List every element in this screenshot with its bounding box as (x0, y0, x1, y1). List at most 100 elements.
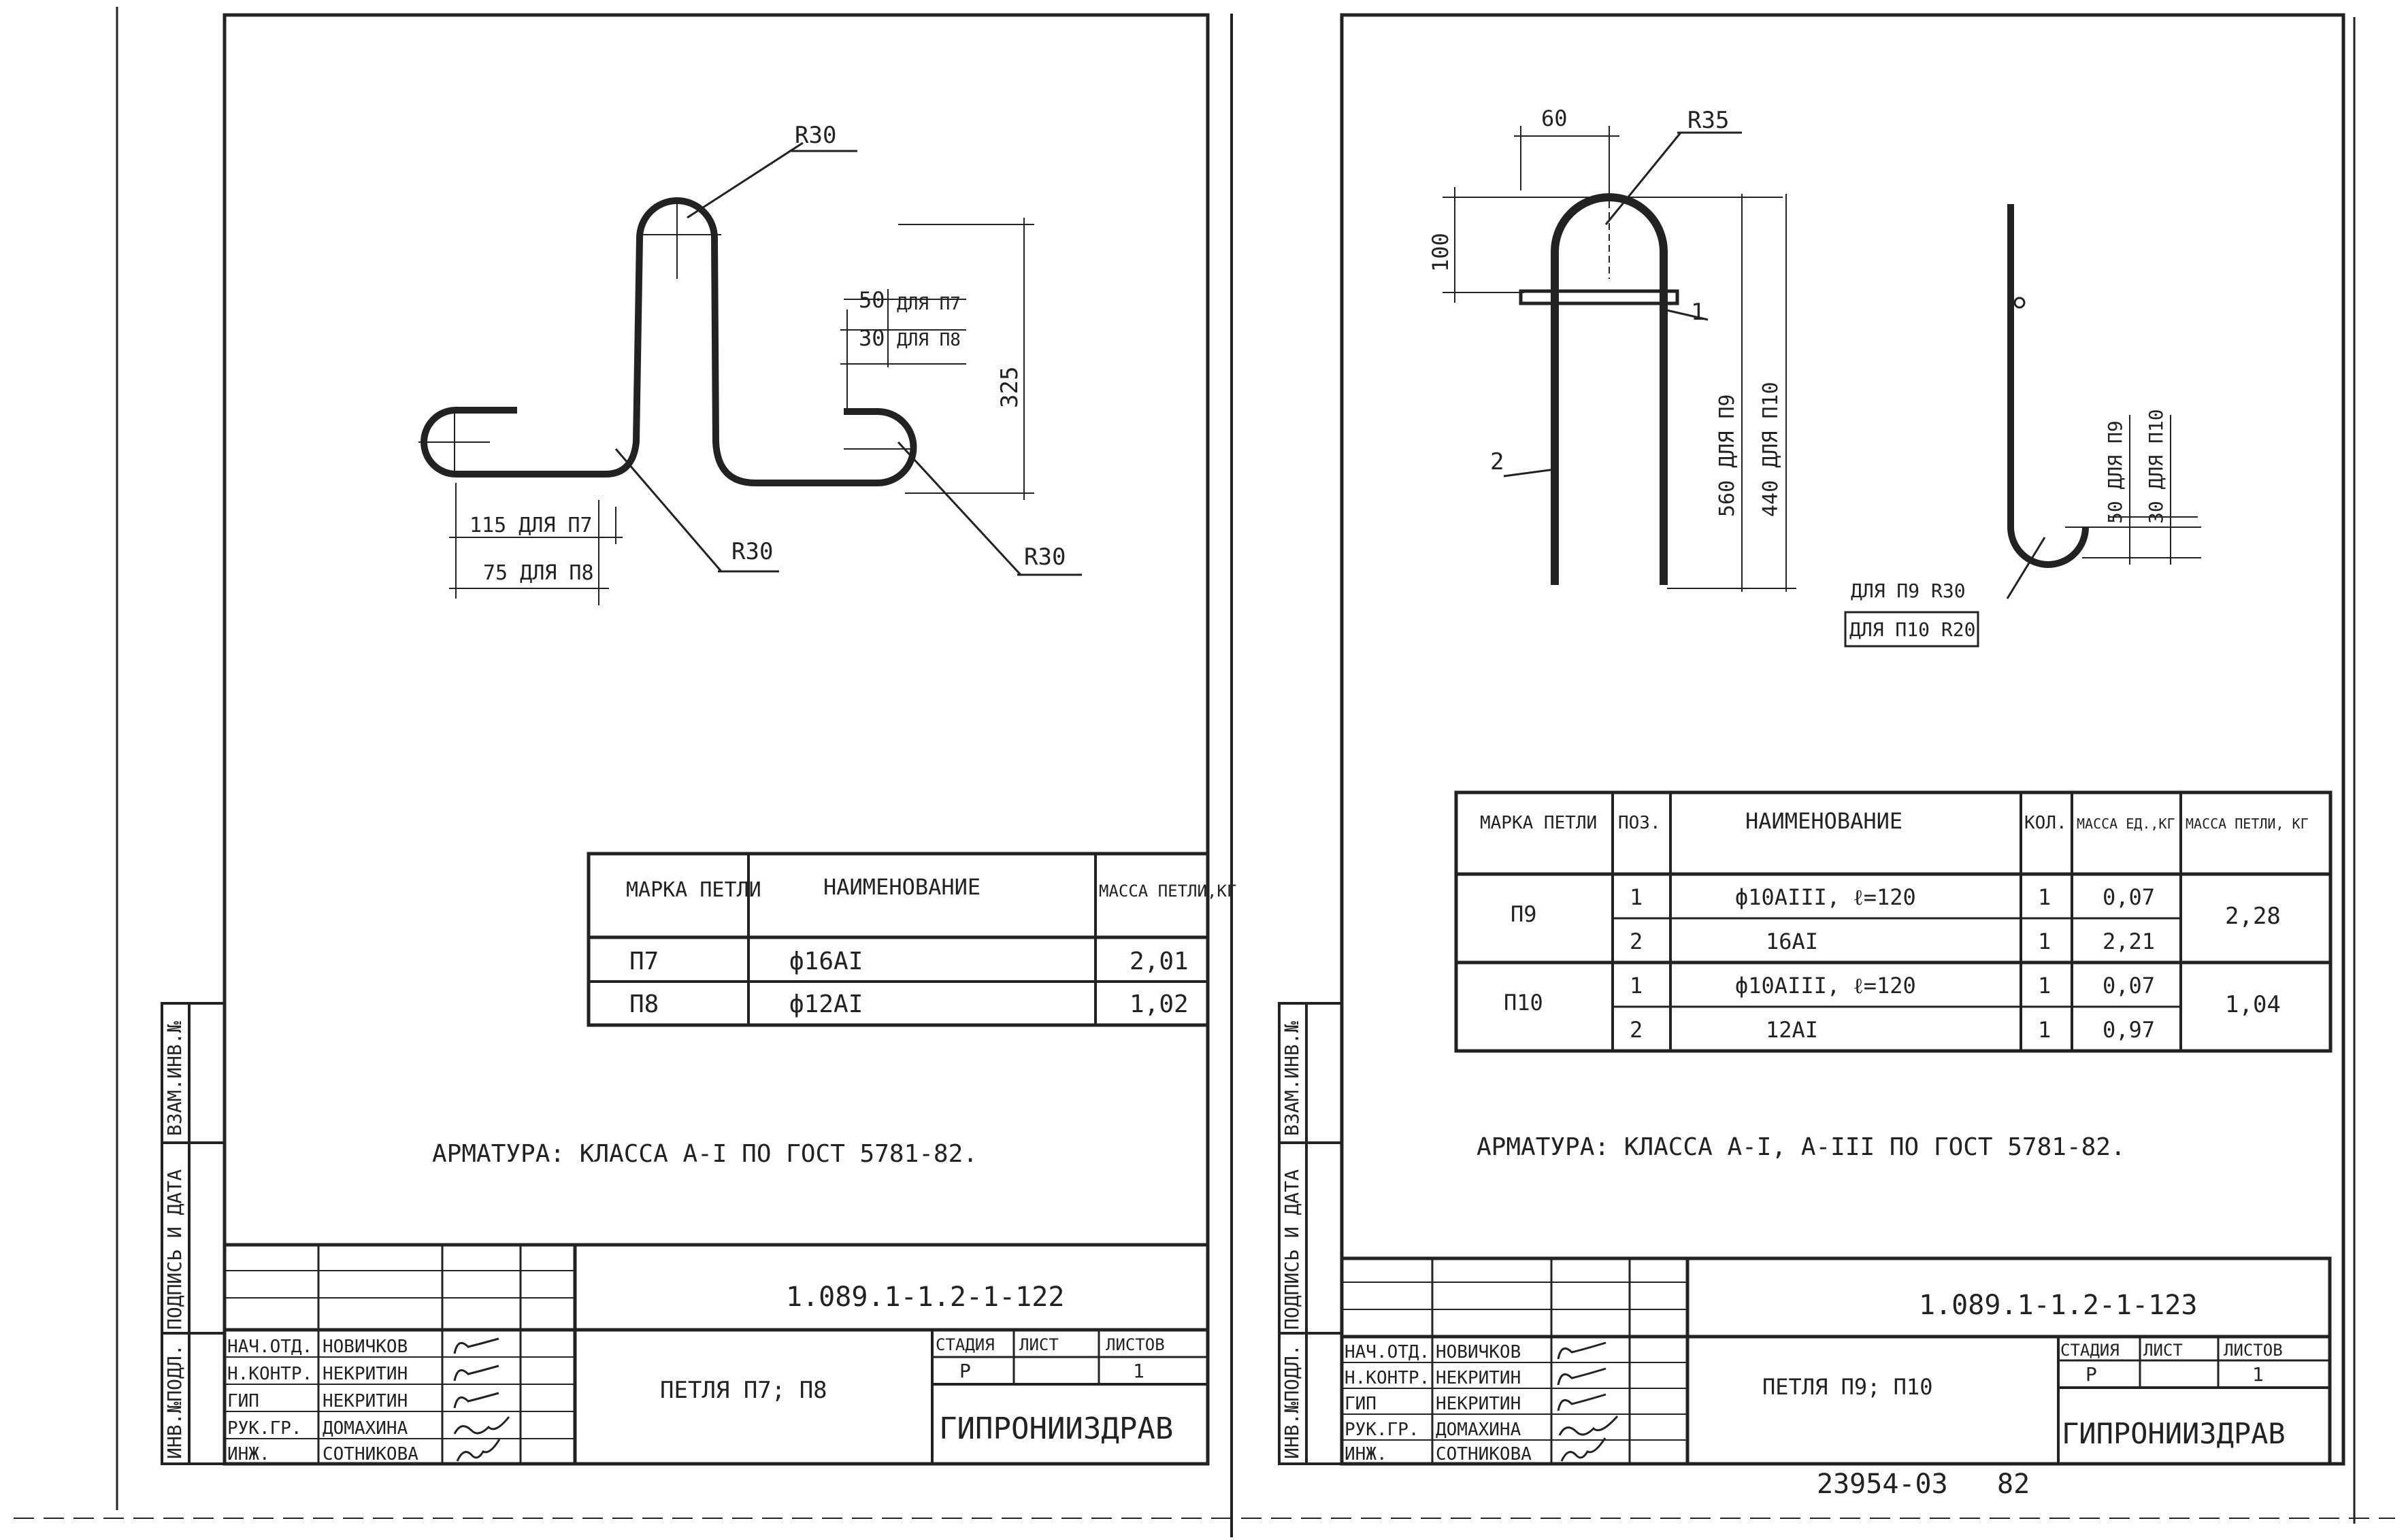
dim-100-label: 100 (1428, 233, 1453, 272)
org-name: ГИПРОНИИЗДРАВ (939, 1411, 1173, 1446)
person-name: СОТНИКОВА (1436, 1444, 1532, 1464)
signature (456, 1439, 501, 1462)
dim-440-label: 440 ДЛЯ П10 (1759, 382, 1783, 517)
dim-30-p10-label: 30 ДЛЯ П10 (2145, 409, 2167, 524)
person-name: НЕКРИТИН (1436, 1394, 1521, 1414)
radius-top-label: R35 (1687, 107, 1729, 134)
stage-value: Р (2086, 1363, 2097, 1386)
table-qty: 1 (2038, 928, 2051, 954)
table-unit: 0,97 (2103, 1017, 2155, 1043)
signature (1557, 1393, 1606, 1411)
stage-label: СТАДИЯ (936, 1335, 995, 1354)
person-name: НОВИЧКОВ (323, 1337, 408, 1357)
role-label: РУК.ГР. (227, 1418, 302, 1439)
doc-code: 1.089.1-1.2-1-123 (1919, 1290, 2197, 1321)
side-label-inv: ИНВ.№ПОДЛ. (163, 1344, 186, 1459)
table-total: 2,28 (2225, 903, 2281, 930)
signature (453, 1416, 510, 1435)
title-block-right: 1.089.1-1.2-1-123 ПЕТЛЯ П9; П10 СТАДИЯ Л… (1340, 1256, 2332, 1466)
signature (1558, 1416, 1619, 1436)
role-label: ГИП (227, 1391, 259, 1411)
left-sheet: ИНВ.№ПОДЛ. ПОДПИСЬ И ДАТА ВЗАМ.ИНВ.№ R30… (116, 7, 1236, 1537)
stage-label: СТАДИЯ (2060, 1341, 2120, 1360)
table-row-name: ф16АI (789, 948, 863, 975)
side-label-sign: ПОДПИСЬ И ДАТА (1281, 1169, 1303, 1330)
signature (453, 1337, 499, 1354)
table-header-mark: МАРКА ПЕТЛИ (626, 878, 761, 902)
table-pos: 1 (1630, 884, 1643, 910)
table-header-name: НАИМЕНОВАНИЕ (823, 874, 980, 900)
role-label: ИНЖ. (227, 1444, 270, 1464)
sheets-label: ЛИСТОВ (1106, 1335, 1165, 1354)
table-name: 12АI (1766, 1017, 1818, 1043)
table-qty: 1 (2038, 1017, 2051, 1043)
signature (453, 1365, 499, 1382)
table-pos: 2 (1630, 1017, 1643, 1043)
crossbar-section (2013, 297, 2026, 309)
right-frame (1340, 13, 2345, 1466)
table-pos: 1 (1630, 973, 1643, 999)
spec-table-left: МАРКА ПЕТЛИ НАИМЕНОВАНИЕ МАССА ПЕТЛИ,КГ … (587, 852, 1236, 1027)
role-label: Н.КОНТР. (227, 1364, 312, 1384)
table-row-mass: 2,01 (1130, 948, 1189, 975)
radius-bend-label: R30 (731, 538, 773, 565)
radius-p9-label: ДЛЯ П9 R30 (1851, 580, 1966, 602)
table-header-total-mass: МАССА ПЕТЛИ, КГ (2186, 816, 2309, 832)
page-number: 82 (1997, 1469, 2030, 1500)
dim-50-label: 50 (859, 287, 885, 313)
doc-title: ПЕТЛЯ П7; П8 (660, 1377, 827, 1404)
role-label: НАЧ.ОТД. (227, 1337, 312, 1357)
table-name: ф10АIII, ℓ=120 (1735, 884, 1916, 910)
dim-30-label: 30 (859, 325, 885, 351)
table-header-name: НАИМЕНОВАНИЕ (1745, 808, 1902, 834)
pos-1-label: 1 (1691, 299, 1704, 326)
signature (1560, 1437, 1606, 1462)
table-header-mass: МАССА ПЕТЛИ,КГ (1099, 882, 1236, 901)
table-pos: 2 (1630, 928, 1643, 954)
table-row-name: ф12АI (789, 990, 863, 1018)
dim-115-label: 115 ДЛЯ П7 (469, 514, 593, 537)
radius-p10-label: ДЛЯ П10 R20 (1849, 618, 1975, 641)
table-row-mark: П8 (629, 990, 659, 1018)
table-unit: 2,21 (2103, 928, 2155, 954)
doc-code: 1.089.1-1.2-1-122 (786, 1282, 1064, 1313)
stage-value: Р (959, 1360, 971, 1382)
table-name: ф10АIII, ℓ=120 (1735, 973, 1916, 999)
dim-50-note: ДЛЯ П7 (897, 294, 961, 314)
radius-hook-label: R30 (1024, 543, 1066, 571)
side-label-sign: ПОДПИСЬ И ДАТА (163, 1169, 186, 1330)
crossbar-pos1 (1519, 289, 1679, 305)
role-label: Н.КОНТР. (1345, 1368, 1430, 1388)
role-label: ИНЖ. (1345, 1444, 1387, 1464)
right-side-strip: ИНВ.№ПОДЛ. ПОДПИСЬ И ДАТА ВЗАМ.ИНВ.№ (1278, 1002, 1343, 1465)
table-header-pos: ПОЗ. (1618, 813, 1661, 833)
doc-title: ПЕТЛЯ П9; П10 (1762, 1374, 1932, 1400)
pos-2-label: 2 (1490, 448, 1504, 475)
side-label-vzam: ВЗАМ.ИНВ.№ (1281, 1021, 1303, 1136)
role-label: РУК.ГР. (1345, 1420, 1419, 1440)
sheet-label: ЛИСТ (1019, 1335, 1059, 1354)
loop-p7-p8-drawing: R30 R30 R30 325 50 ДЛЯ П7 30 ДЛЯ П8 (418, 122, 1082, 605)
loop-bar-outer (421, 197, 917, 486)
title-block-left: 1.089.1-1.2-1-122 ПЕТЛЯ П7; П8 СТАДИЯ ЛИ… (223, 1243, 1210, 1466)
left-side-strip: ИНВ.№ПОДЛ. ПОДПИСЬ И ДАТА ВЗАМ.ИНВ.№ (161, 1002, 226, 1465)
loop-side-view: ДЛЯ П9 R30 ДЛЯ П10 R20 50 ДЛЯ П9 30 ДЛЯ … (1844, 204, 2201, 648)
sheets-label: ЛИСТОВ (2224, 1341, 2283, 1360)
person-name: НОВИЧКОВ (1436, 1342, 1521, 1362)
table-name: 16АI (1766, 928, 1818, 954)
side-label-inv: ИНВ.№ПОДЛ. (1281, 1344, 1303, 1459)
signature (1557, 1341, 1606, 1360)
dim-560-label: 560 ДЛЯ П9 (1715, 394, 1739, 517)
dim-30-note: ДЛЯ П8 (897, 330, 961, 350)
table-row-mark: П7 (629, 948, 659, 975)
dim-50-p9-label: 50 ДЛЯ П9 (2104, 420, 2126, 524)
table-row-mass: 1,02 (1130, 990, 1189, 1018)
person-name: ДОМАХИНА (1436, 1420, 1521, 1440)
loop-p9-p10-drawing: 60 R35 100 1 2 560 ДЛЯ П9 440 ДЛЯ П10 (1428, 105, 1796, 592)
table-unit: 0,07 (2103, 884, 2155, 910)
radius-top-label: R30 (795, 122, 836, 149)
dim-60-label: 60 (1541, 105, 1568, 131)
table-header-unit-mass: МАССА ЕД.,КГ (2077, 816, 2175, 832)
person-name: НЕКРИТИН (323, 1391, 408, 1411)
